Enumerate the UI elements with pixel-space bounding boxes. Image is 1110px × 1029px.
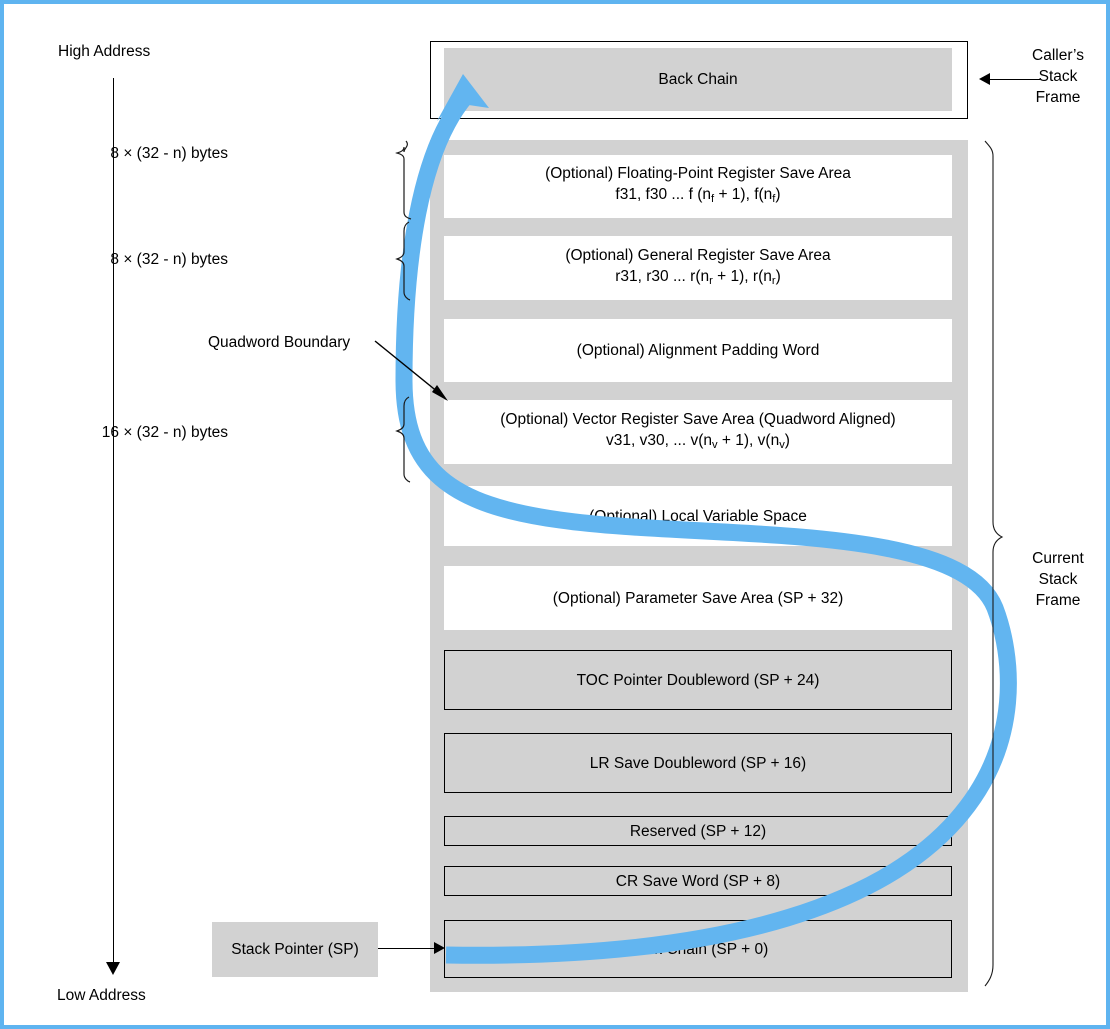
stack-slot-alignment-padding-word[interactable]: (Optional) Alignment Padding Word	[444, 319, 952, 382]
stack-slot-vector-register-save-area[interactable]: (Optional) Vector Register Save Area (Qu…	[444, 400, 952, 464]
current-stack-frame-callout-line: Current	[1032, 550, 1084, 567]
callers-stack-frame-callout-line: Caller’s	[1032, 47, 1084, 64]
stack-slot-line1: Reserved (SP + 12)	[629, 822, 767, 840]
stack-pointer-line	[378, 948, 436, 950]
caller-back-chain-label: Back Chain	[658, 71, 738, 88]
stack-slot-label: (Optional) Parameter Save Area (SP + 32)	[553, 588, 843, 609]
stack-slot-general-register-save-area[interactable]: (Optional) General Register Save Area r31…	[444, 236, 952, 300]
callers-frame-callout-arrowhead	[979, 73, 990, 85]
stack-pointer-label: Stack Pointer (SP)	[231, 940, 359, 958]
stack-slot-line1: (Optional) Floating-Point Register Save …	[545, 165, 851, 183]
stack-slot-back-chain-sp0[interactable]: Back Chain (SP + 0)	[444, 920, 952, 978]
size-bracket-vr	[395, 396, 411, 483]
stack-slot-line1: TOC Pointer Doubleword (SP + 24)	[576, 671, 820, 689]
high-address-label: High Address	[58, 43, 151, 60]
stack-slot-toc-pointer-doubleword[interactable]: TOC Pointer Doubleword (SP + 24)	[444, 650, 952, 710]
callers-stack-frame-callout-line: Stack	[1038, 68, 1078, 85]
stack-slot-parameter-save-area[interactable]: (Optional) Parameter Save Area (SP + 32)	[444, 566, 952, 630]
address-axis-line	[113, 78, 114, 972]
stack-slot-line1: (Optional) Vector Register Save Area (Qu…	[500, 410, 896, 428]
size-bracket-label-gr: 8 × (32 - n) bytes	[110, 251, 228, 268]
size-bracket-label-vr: 16 × (32 - n) bytes	[101, 424, 228, 441]
stack-slot-label: (Optional) Local Variable Space	[589, 506, 807, 527]
stack-slot-label: (Optional) Vector Register Save Area (Qu…	[500, 409, 895, 456]
stack-slot-line2: r31, r30 ... r(nr + 1), r(nr)	[615, 267, 781, 287]
stack-slot-label: Back Chain (SP + 0)	[628, 939, 769, 960]
caller-back-chain-slot[interactable]: Back Chain	[444, 48, 952, 111]
callers-stack-frame-callout-line: Frame	[1035, 89, 1081, 106]
stack-slot-cr-save-word[interactable]: CR Save Word (SP + 8)	[444, 866, 952, 896]
stack-slot-line1: (Optional) General Register Save Area	[565, 246, 831, 264]
stack-slot-label: LR Save Doubleword (SP + 16)	[590, 753, 806, 774]
address-axis-arrowhead	[106, 962, 120, 975]
stack-slot-label: (Optional) Floating-Point Register Save …	[545, 163, 851, 210]
stack-pointer-arrowhead	[434, 942, 445, 954]
size-bracket-gr	[395, 221, 411, 301]
stack-slot-local-variable-space[interactable]: (Optional) Local Variable Space	[444, 486, 952, 546]
stack-slot-floating-point-register-save-area[interactable]: (Optional) Floating-Point Register Save …	[444, 155, 952, 218]
current-frame-brace	[984, 140, 1004, 987]
quadword-boundary-label: Quadword Boundary	[208, 334, 351, 351]
stack-slot-label: TOC Pointer Doubleword (SP + 24)	[577, 670, 820, 691]
stack-pointer-box[interactable]: Stack Pointer (SP)	[212, 922, 378, 977]
stack-slot-line1: LR Save Doubleword (SP + 16)	[589, 754, 807, 772]
callers-frame-callout-line	[990, 79, 1040, 81]
size-bracket-fp	[395, 140, 412, 220]
current-stack-frame-callout-line: Frame	[1035, 592, 1081, 609]
low-address-label: Low Address	[57, 987, 146, 1004]
stack-slot-line2: f31, f30 ... f (nf + 1), f(nf)	[615, 186, 781, 205]
current-stack-frame-callout-line: Stack	[1038, 571, 1078, 588]
stack-slot-line1: CR Save Word (SP + 8)	[615, 872, 781, 890]
stack-slot-line2: v31, v30, ... v(nv + 1), v(nv)	[606, 431, 790, 451]
stack-slot-label: CR Save Word (SP + 8)	[616, 871, 780, 892]
stack-slot-label: (Optional) Alignment Padding Word	[577, 340, 820, 361]
stack-slot-label: Reserved (SP + 12)	[630, 821, 766, 842]
stack-slot-lr-save-doubleword[interactable]: LR Save Doubleword (SP + 16)	[444, 733, 952, 793]
stack-slot-reserved[interactable]: Reserved (SP + 12)	[444, 816, 952, 846]
stack-slot-line1: (Optional) Alignment Padding Word	[576, 342, 820, 359]
stack-slot-label: (Optional) General Register Save Area r31…	[565, 245, 830, 292]
stack-slot-line1: (Optional) Parameter Save Area (SP + 32)	[552, 589, 844, 607]
stack-slot-line1: Back Chain (SP + 0)	[627, 940, 769, 958]
size-bracket-label-fp: 8 × (32 - n) bytes	[110, 145, 228, 162]
stack-slot-line1: (Optional) Local Variable Space	[589, 507, 807, 525]
